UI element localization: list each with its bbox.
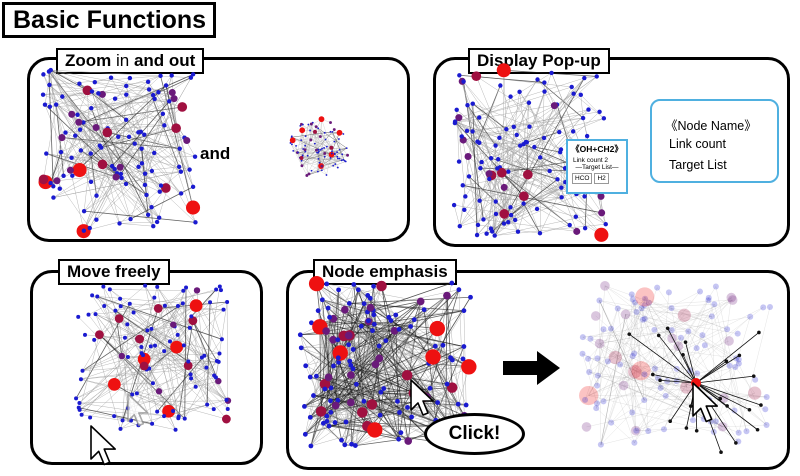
network-nodes bbox=[38, 67, 201, 239]
network-nodes bbox=[74, 283, 232, 432]
move-panel-label: Move freely bbox=[58, 259, 170, 285]
mini-node-popup: 《OH+CH2》 Link count 2 —Target List— HCO … bbox=[566, 139, 628, 194]
zoom-label-in: in bbox=[111, 51, 134, 70]
legend-link-count: Link count bbox=[669, 137, 726, 151]
zoom-panel-label: Zoom in and out bbox=[56, 48, 205, 74]
mini-popup-target-1: HCO bbox=[572, 173, 593, 184]
network-nodes bbox=[297, 275, 477, 449]
legend-target-list: Target List bbox=[669, 158, 727, 172]
page-title: Basic Functions bbox=[2, 2, 216, 38]
click-bubble: Click! bbox=[424, 413, 525, 455]
network-nodes bbox=[289, 116, 349, 177]
popup-legend-box: 《Node Name》 Link count Target List bbox=[650, 99, 779, 183]
mini-popup-link-count: Link count 2 bbox=[573, 157, 609, 164]
mini-popup-target-2: H2 bbox=[594, 173, 609, 184]
zoom-label-zoom: Zoom bbox=[65, 51, 112, 70]
mini-popup-name: 《OH+CH2》 bbox=[571, 144, 623, 154]
network-nodes bbox=[579, 281, 773, 448]
legend-node-name: 《Node Name》 bbox=[665, 119, 757, 133]
zoom-and-connector: and bbox=[200, 144, 231, 163]
zoom-label-out: and out bbox=[133, 51, 196, 70]
mini-popup-target-header: —Target List— bbox=[575, 164, 619, 171]
emphasis-panel-label: Node emphasis bbox=[313, 259, 457, 285]
